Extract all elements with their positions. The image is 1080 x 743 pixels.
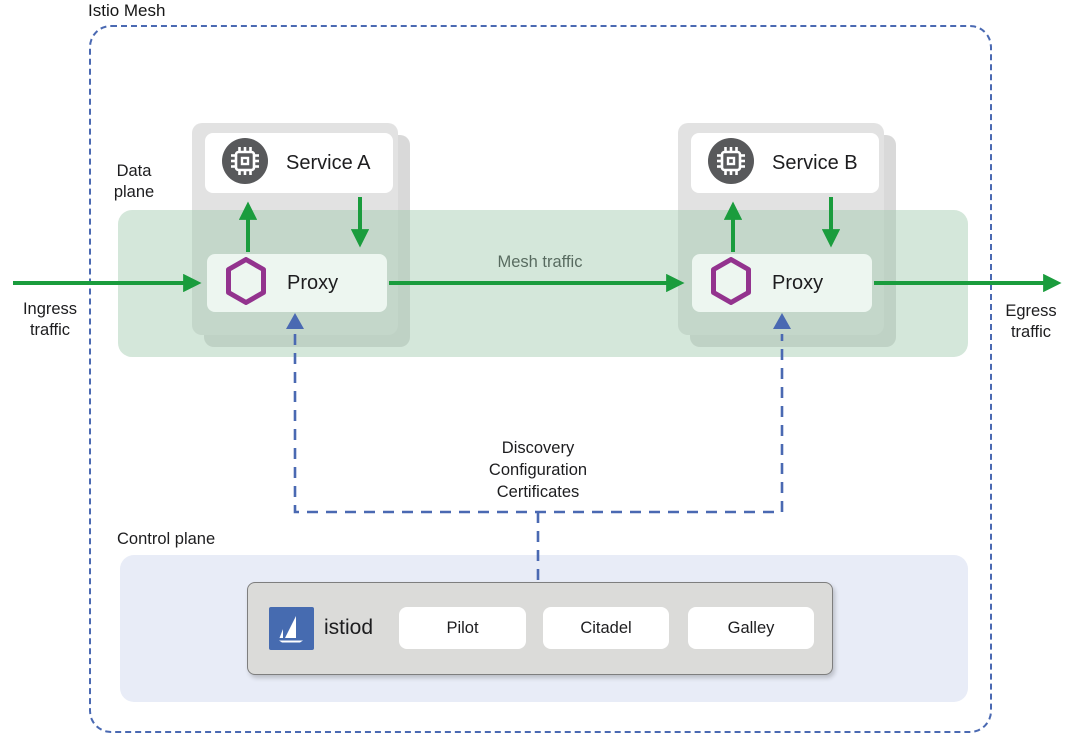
envoy-hexagon-icon — [225, 256, 267, 310]
configuration-label: Configuration — [488, 460, 588, 479]
egress-label-line2: traffic — [1010, 323, 1052, 342]
pilot-component-box: Pilot — [399, 607, 526, 649]
chip-icon — [708, 137, 754, 189]
chip-icon — [222, 137, 268, 189]
istio-mesh-boundary — [89, 25, 992, 733]
service-b-label: Service B — [772, 151, 858, 174]
proxy-a-box: Proxy — [207, 254, 387, 312]
ingress-traffic-label: Ingress traffic — [12, 299, 88, 341]
control-channel-label: Discovery Configuration Certificates — [448, 438, 628, 504]
istio-mesh-title: Istio Mesh — [88, 1, 166, 20]
galley-component-box: Galley — [688, 607, 814, 649]
data-plane-label: Data plane — [98, 161, 170, 203]
data-plane-label-line2: plane — [113, 183, 155, 202]
istiod-label: istiod — [324, 616, 374, 639]
ingress-label-line1: Ingress — [22, 300, 78, 318]
egress-traffic-label: Egress traffic — [993, 301, 1069, 343]
certificates-label: Certificates — [496, 482, 580, 501]
proxy-a-label: Proxy — [287, 271, 339, 294]
istio-logo-icon — [269, 607, 314, 650]
istiod-box: istiod Pilot Citadel Galley — [247, 582, 833, 675]
control-plane-label: Control plane — [117, 530, 216, 548]
service-a-label: Service A — [286, 151, 371, 174]
egress-label-line1: Egress — [1005, 302, 1057, 320]
envoy-hexagon-icon — [710, 256, 752, 310]
ingress-label-line2: traffic — [29, 321, 71, 340]
proxy-b-label: Proxy — [772, 271, 824, 294]
mesh-traffic-label: Mesh traffic — [497, 253, 583, 271]
service-b-box: Service B — [691, 133, 879, 193]
citadel-component-box: Citadel — [543, 607, 669, 649]
data-plane-label-line1: Data — [116, 162, 152, 180]
service-a-box: Service A — [205, 133, 393, 193]
proxy-b-box: Proxy — [692, 254, 872, 312]
discovery-label: Discovery — [501, 439, 575, 457]
